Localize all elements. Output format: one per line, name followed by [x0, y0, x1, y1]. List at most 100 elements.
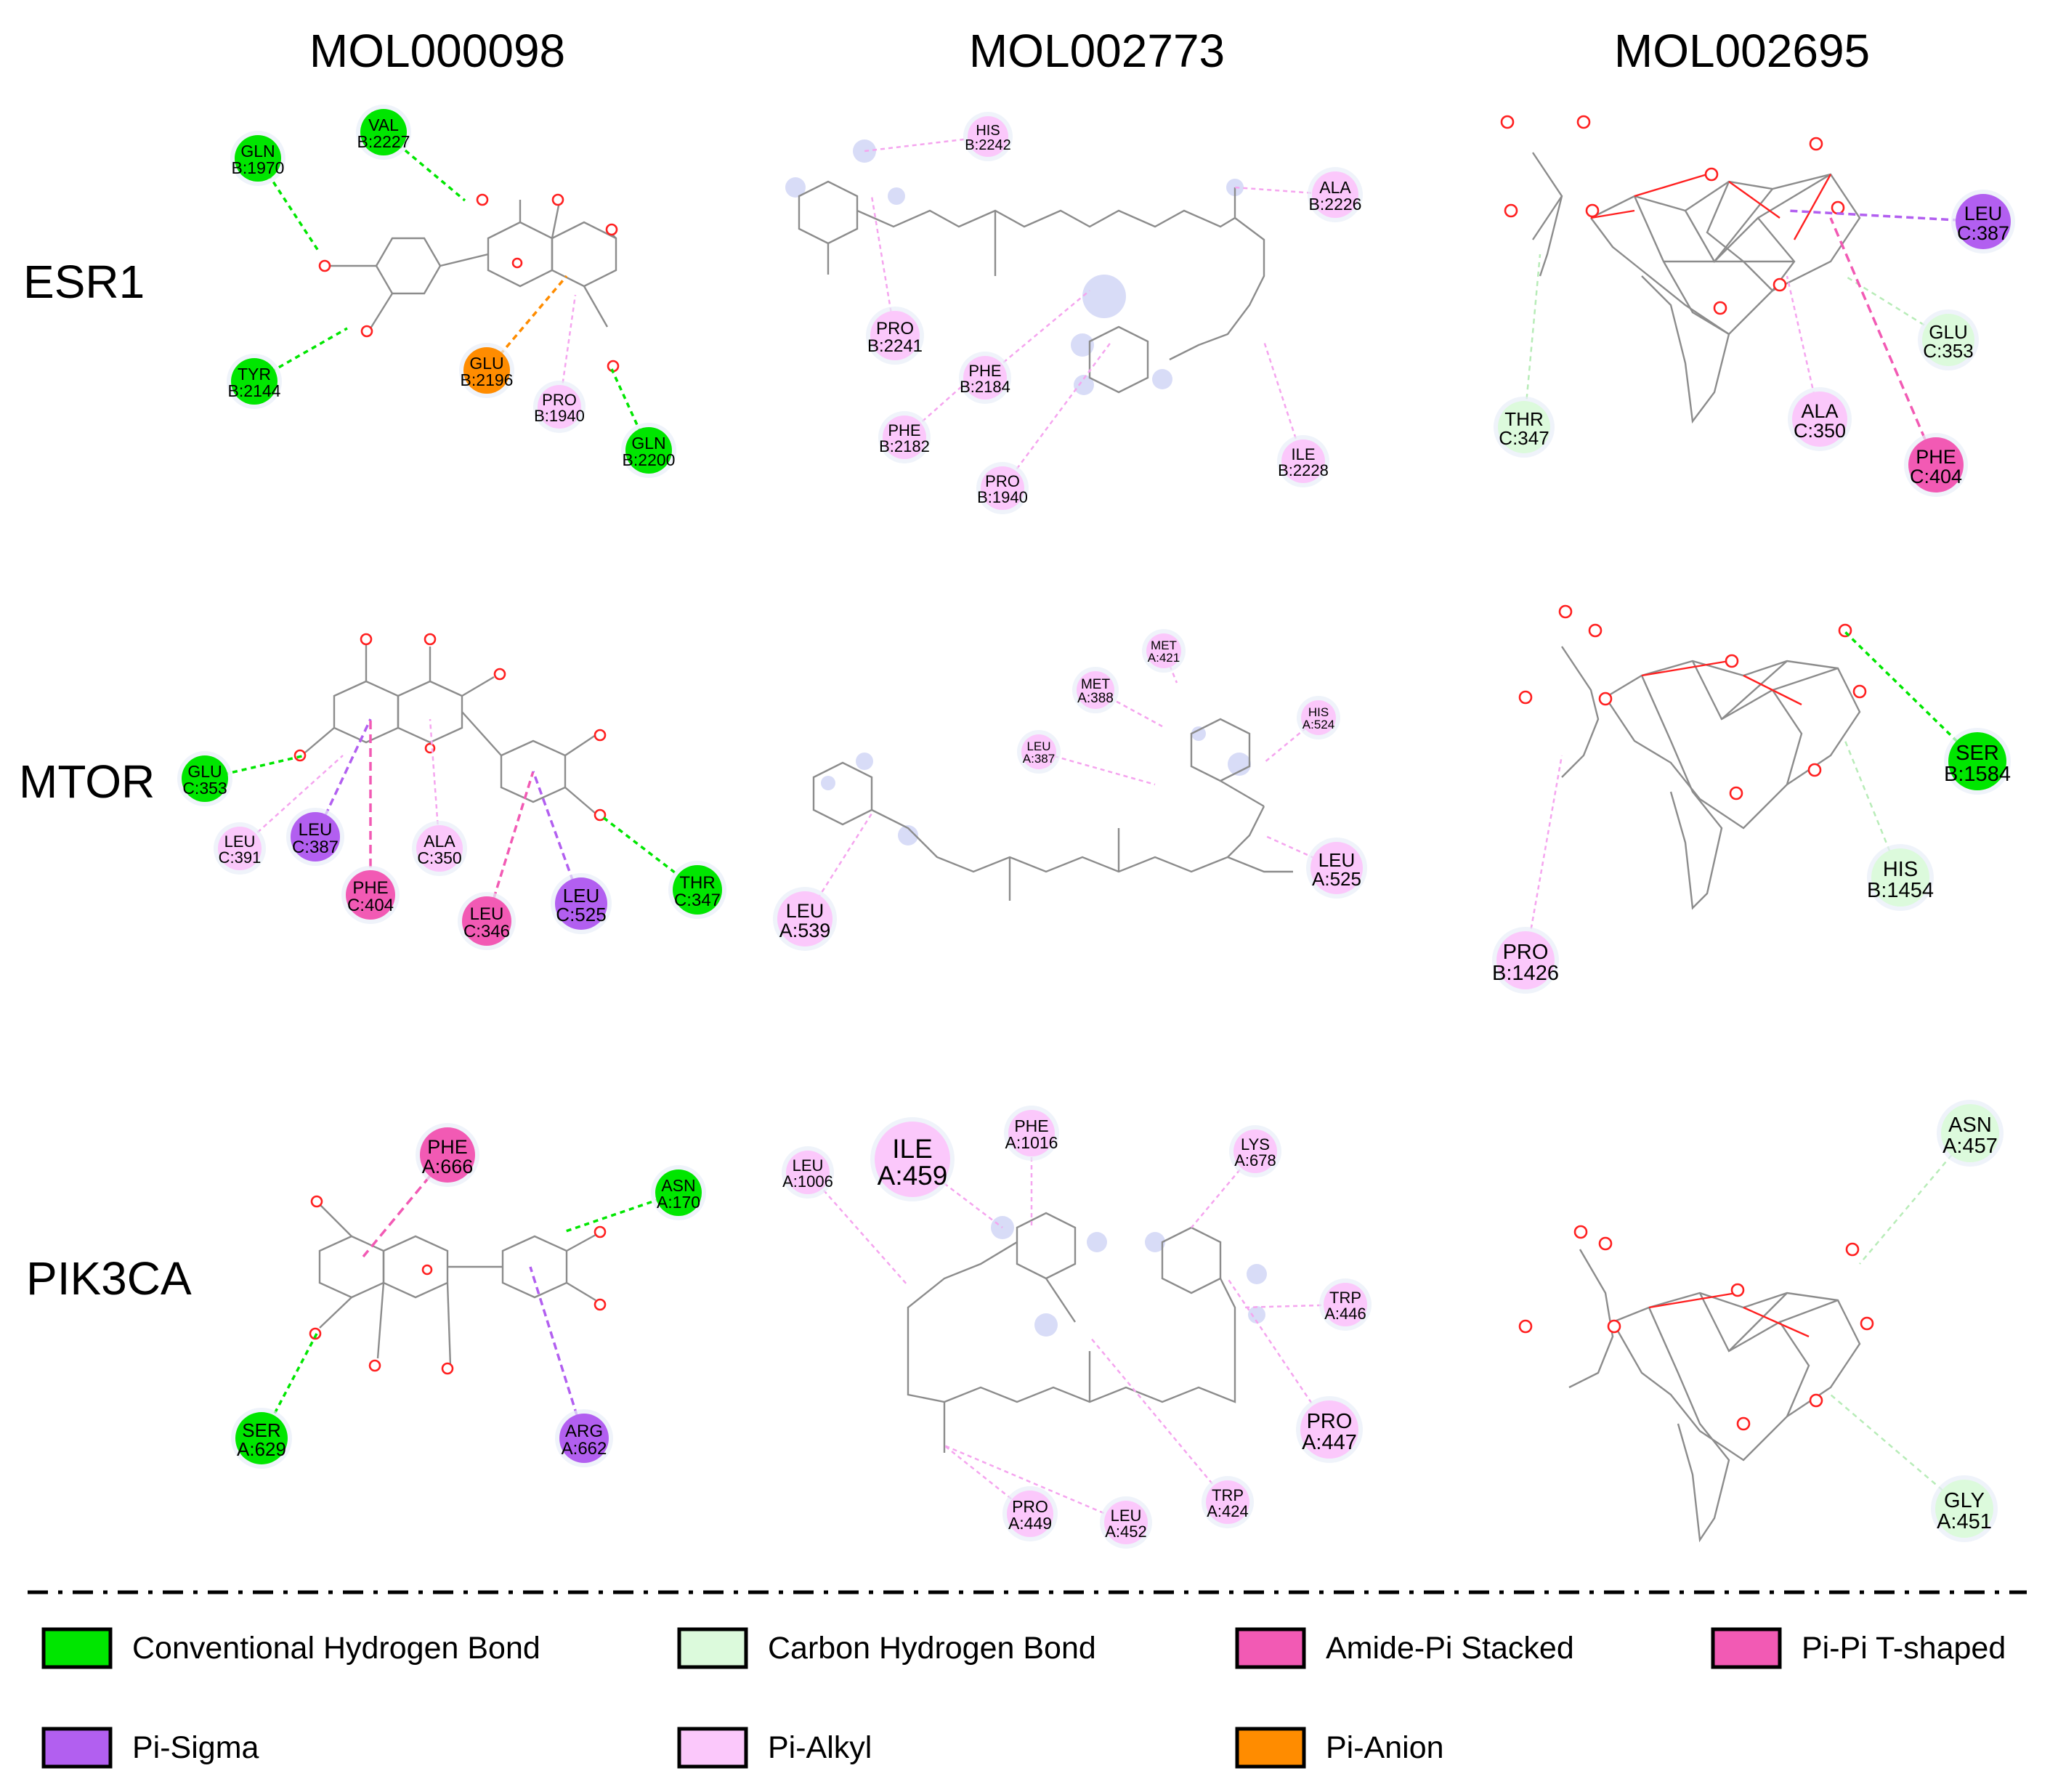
residue-disc	[1104, 1501, 1148, 1544]
residue-disc	[1301, 700, 1336, 735]
legend-swatch	[41, 1727, 113, 1769]
residue-name: ALA	[1801, 400, 1838, 422]
residue-id: B:1454	[1867, 879, 1934, 902]
residue-id: B:1584	[1944, 763, 2011, 786]
residue-name: PHE	[1014, 1116, 1048, 1135]
legend-label: Amide-Pi Stacked	[1326, 1631, 1574, 1666]
legend-swatch	[41, 1627, 113, 1669]
residue-disc	[1498, 401, 1550, 453]
ligand-skeleton-mtor-mol002695	[1518, 604, 1867, 910]
residue-id: B:2228	[1278, 461, 1329, 479]
row-labels: ESR1 MTOR PIK3CA	[19, 256, 192, 1305]
legend-entry: Pi-Alkyl	[677, 1727, 872, 1769]
residue-name: HIS	[1883, 858, 1918, 881]
residue-id: A:449	[1008, 1514, 1052, 1533]
residue-disc	[1908, 437, 1964, 492]
residue-disc	[1948, 732, 2006, 790]
residue-name: ALA	[424, 832, 455, 851]
residue-name: ILE	[1291, 445, 1315, 463]
legend-label: Pi-Pi T-shaped	[1802, 1631, 2006, 1666]
residue-disc	[235, 135, 281, 182]
residue-disc	[968, 116, 1008, 157]
ligand-skeleton-esr1-mol000098	[318, 193, 620, 373]
legend-entry: Amide-Pi Stacked	[1235, 1627, 1574, 1669]
interaction-line	[1786, 209, 1984, 223]
ligand-structures	[293, 115, 1874, 1543]
residue-disc	[1956, 194, 2011, 249]
residue-disc	[538, 385, 581, 429]
residue-disc	[416, 825, 463, 872]
interaction-line	[1829, 217, 1937, 466]
residue-name: THR	[1504, 408, 1543, 430]
residue-name: SER	[242, 1419, 280, 1441]
ligand-skeleton-esr1-mol002773	[785, 139, 1265, 395]
residue-name: ASN	[661, 1176, 695, 1195]
residue-id: A:459	[878, 1161, 948, 1191]
residue-id: B:2241	[867, 336, 923, 356]
residue-id: A:388	[1077, 691, 1114, 706]
legend-entry: Pi-Pi T-shaped	[1711, 1627, 2006, 1669]
residue-id: A:1006	[782, 1172, 833, 1191]
interaction-line	[382, 131, 466, 202]
residue-name: THR	[679, 873, 715, 893]
residue-disc	[870, 311, 920, 360]
residue-name: PRO	[542, 391, 577, 409]
residues: GLNB:1970VALB:2227TYRB:2144GLUB:2196PROB…	[177, 105, 2015, 1549]
residue-name: PHE	[352, 878, 388, 898]
residue-disc	[346, 870, 395, 920]
residue-id: B:2200	[623, 450, 676, 469]
interaction-line	[314, 718, 372, 838]
residue-disc	[1206, 1480, 1249, 1524]
residue-id: C:347	[674, 891, 721, 910]
residue-name: GLU	[1929, 321, 1967, 343]
residue-name: PHE	[427, 1136, 468, 1158]
residue-disc	[291, 812, 340, 861]
residue-name: GLN	[240, 142, 275, 161]
legend-swatch	[677, 1627, 748, 1669]
residue-disc	[1935, 1480, 1993, 1538]
residue-id: B:2182	[879, 437, 930, 455]
residue-disc	[625, 427, 672, 474]
residue-disc	[420, 1127, 475, 1183]
residue-id: A:447	[1302, 1431, 1357, 1454]
ligand-skeleton-pik3ca-mol000098	[309, 1195, 607, 1375]
residue-name: LEU	[1026, 739, 1050, 753]
interaction-line	[1263, 341, 1305, 462]
residue-name: ASN	[1948, 1114, 1992, 1137]
legend-swatch	[1235, 1727, 1306, 1769]
interaction-line	[944, 1444, 1127, 1524]
residue-name: PRO	[985, 472, 1020, 490]
residue-disc	[1496, 931, 1555, 989]
legend-label: Carbon Hydrogen Bond	[768, 1631, 1096, 1666]
residue-name: PRO	[876, 319, 914, 338]
residue-name: ARG	[565, 1422, 603, 1441]
residue-name: LEU	[470, 904, 504, 924]
residue-disc	[1281, 439, 1325, 483]
interaction-line	[429, 718, 441, 849]
residue-name: LEU	[786, 900, 825, 922]
